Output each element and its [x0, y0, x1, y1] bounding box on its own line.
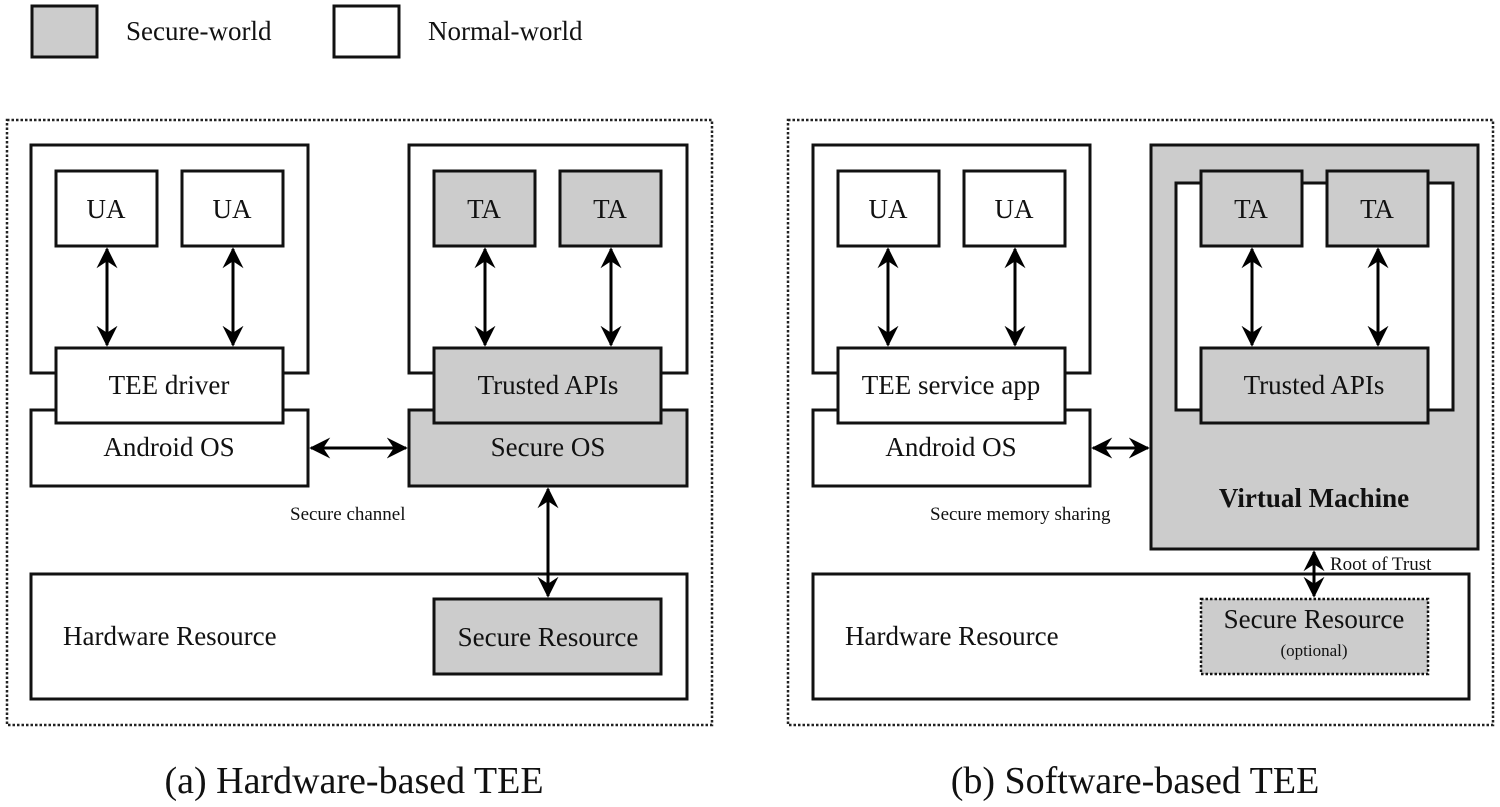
- trusted-apis-box: [1199, 346, 1430, 425]
- hardware-tee-panel: UA UA Android OS TEE driver TA TA Secure…: [5, 118, 714, 802]
- hardware-tee-frame: [5, 118, 714, 727]
- software-tee-frame: [786, 118, 1495, 727]
- legend-label-normal: Normal-world: [428, 16, 583, 46]
- ua-box-2: [180, 169, 285, 248]
- secure-resource-box-optional: [1199, 597, 1430, 676]
- ta-label-1: TA: [1234, 194, 1268, 224]
- software-tee-panel: UA UA Android OS TEE service app TA TA T…: [786, 118, 1495, 802]
- secure-resource-label: Secure Resource: [458, 622, 639, 652]
- secure-resource-box: [432, 597, 663, 676]
- software-tee-caption: (b) Software-based TEE: [951, 760, 1320, 802]
- ta-label-2: TA: [1360, 194, 1394, 224]
- ua-label-1: UA: [87, 194, 126, 224]
- legend-swatch-secure: [30, 4, 99, 59]
- hardware-tee-caption: (a) Hardware-based TEE: [164, 760, 543, 802]
- ta-label-1: TA: [467, 194, 501, 224]
- trusted-apis-label: Trusted APIs: [1244, 370, 1385, 400]
- legend-label-secure: Secure-world: [126, 16, 272, 46]
- hardware-resource-label: Hardware Resource: [63, 621, 277, 651]
- secure-channel-label: Secure channel: [290, 504, 406, 525]
- memory-sharing-label: Secure memory sharing: [930, 504, 1111, 525]
- secure-os-label: Secure OS: [491, 432, 606, 462]
- hardware-resource-label: Hardware Resource: [845, 621, 1059, 651]
- ua-box-1: [836, 169, 941, 248]
- tee-driver-label: TEE driver: [109, 370, 230, 400]
- tee-driver-box: [54, 346, 285, 425]
- tee-service-app-label: TEE service app: [862, 370, 1040, 400]
- tee-service-app-box: [836, 346, 1067, 425]
- android-os-label: Android OS: [103, 432, 234, 462]
- virtual-machine-label: Virtual Machine: [1219, 483, 1409, 513]
- ua-box-2: [962, 169, 1067, 248]
- root-of-trust-label: Root of Trust: [1330, 554, 1432, 575]
- ua-label-2: UA: [213, 194, 252, 224]
- secure-resource-label: Secure Resource: [1224, 604, 1405, 634]
- legend: Secure-world Normal-world: [30, 4, 583, 59]
- ta-box-2: [1325, 169, 1430, 248]
- ua-label-1: UA: [869, 194, 908, 224]
- ta-box-1: [1199, 169, 1304, 248]
- android-os-label: Android OS: [885, 432, 1016, 462]
- ua-label-2: UA: [995, 194, 1034, 224]
- secure-resource-note: (optional): [1280, 641, 1347, 660]
- trusted-apis-label: Trusted APIs: [478, 370, 619, 400]
- ta-label-2: TA: [593, 194, 627, 224]
- ta-box-2: [558, 169, 663, 248]
- ta-box-1: [432, 169, 537, 248]
- ua-box-1: [54, 169, 159, 248]
- trusted-apis-box: [432, 346, 663, 425]
- legend-swatch-normal: [332, 4, 401, 59]
